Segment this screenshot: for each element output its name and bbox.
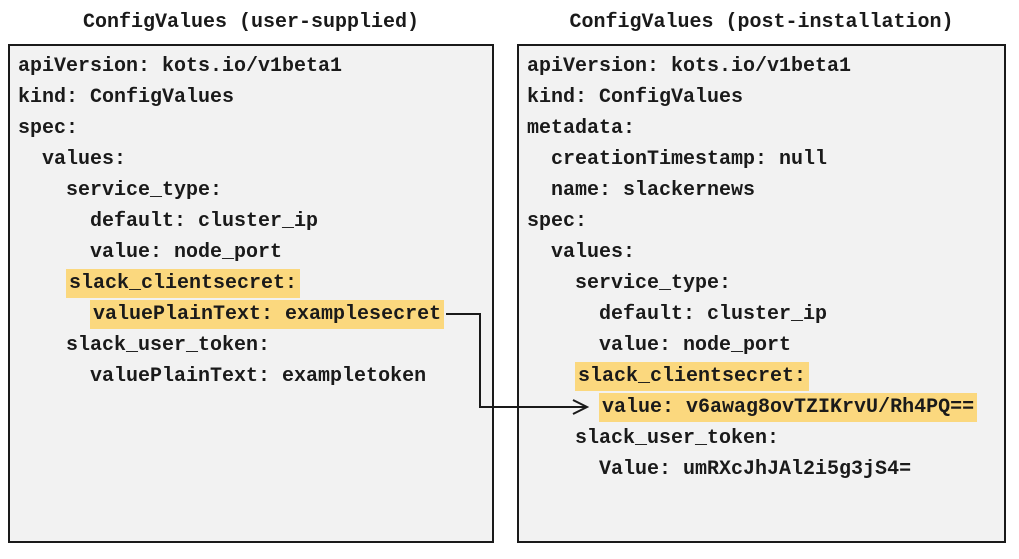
code-text: values: [551, 241, 636, 264]
code-text: values: [42, 148, 127, 171]
code-text: service_type: [575, 272, 732, 295]
code-text: slack_user_token: [66, 334, 271, 357]
code-line: slack_user_token: [18, 330, 484, 361]
code-line: creationTimestamp: null [527, 144, 996, 175]
code-line: service_type: [18, 175, 484, 206]
code-text: spec: [527, 210, 588, 233]
code-line: values: [527, 237, 996, 268]
highlighted-code-text: valuePlainText: examplesecret [90, 300, 445, 329]
code-text: Value: umRXcJhJAl2i5g3jS4= [599, 458, 912, 481]
code-text: valuePlainText: exampletoken [90, 365, 427, 388]
code-line: value: v6awag8ovTZIKrvU/Rh4PQ== [527, 392, 996, 423]
code-line: slack_user_token: [527, 423, 996, 454]
code-line: spec: [527, 206, 996, 237]
code-text: default: cluster_ip [599, 303, 828, 326]
code-text: spec: [18, 117, 79, 140]
code-line: default: cluster_ip [18, 206, 484, 237]
code-text: default: cluster_ip [90, 210, 319, 233]
left-panel-title: ConfigValues (user-supplied) [82, 11, 420, 34]
code-line: value: node_port [18, 237, 484, 268]
code-line: valuePlainText: examplesecret [18, 299, 484, 330]
code-text: slack_user_token: [575, 427, 780, 450]
code-text: value: node_port [599, 334, 792, 357]
code-line: service_type: [527, 268, 996, 299]
code-text: metadata: [527, 117, 636, 140]
highlighted-code-text: value: v6awag8ovTZIKrvU/Rh4PQ== [599, 393, 978, 422]
left-config-panel: apiVersion: kots.io/v1beta1 kind: Config… [8, 44, 494, 543]
code-line: value: node_port [527, 330, 996, 361]
code-line: kind: ConfigValues [527, 82, 996, 113]
code-text: creationTimestamp: null [551, 148, 828, 171]
code-text: kind: ConfigValues [18, 86, 235, 109]
code-text: service_type: [66, 179, 223, 202]
right-panel-title: ConfigValues (post-installation) [569, 11, 954, 34]
code-text: name: slackernews [551, 179, 756, 202]
code-text: apiVersion: kots.io/v1beta1 [527, 55, 852, 78]
code-line: spec: [18, 113, 484, 144]
highlighted-code-text: slack_clientsecret: [66, 269, 301, 298]
code-text: kind: ConfigValues [527, 86, 744, 109]
code-line: Value: umRXcJhJAl2i5g3jS4= [527, 454, 996, 485]
code-line: kind: ConfigValues [18, 82, 484, 113]
code-line: values: [18, 144, 484, 175]
code-line: apiVersion: kots.io/v1beta1 [527, 51, 996, 82]
code-line: valuePlainText: exampletoken [18, 361, 484, 392]
code-line: slack_clientsecret: [18, 268, 484, 299]
code-line: slack_clientsecret: [527, 361, 996, 392]
code-text: value: node_port [90, 241, 283, 264]
code-line: default: cluster_ip [527, 299, 996, 330]
code-text: apiVersion: kots.io/v1beta1 [18, 55, 343, 78]
code-line: apiVersion: kots.io/v1beta1 [18, 51, 484, 82]
code-line: metadata: [527, 113, 996, 144]
right-config-panel: apiVersion: kots.io/v1beta1 kind: Config… [517, 44, 1006, 543]
highlighted-code-text: slack_clientsecret: [575, 362, 810, 391]
code-line: name: slackernews [527, 175, 996, 206]
